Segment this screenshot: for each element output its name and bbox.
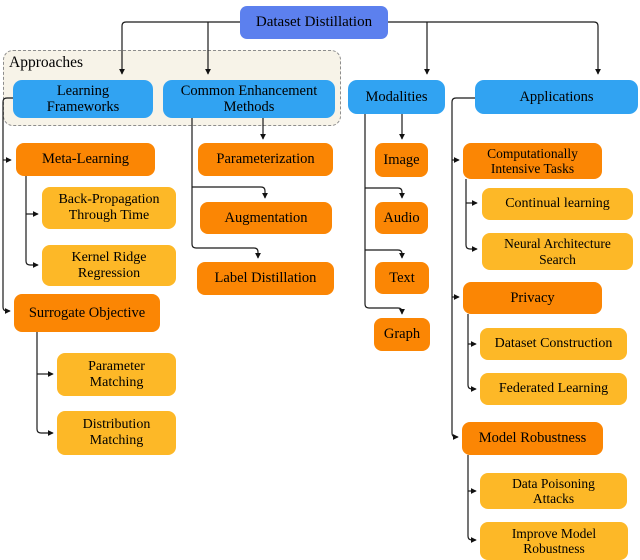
node-distribution-matching: Distribution Matching: [57, 411, 176, 455]
node-dataset-distillation: Dataset Distillation: [240, 6, 388, 39]
connector-modalities-spine: [364, 114, 405, 315]
node-parameter-matching: Parameter Matching: [57, 353, 176, 396]
connector-modrob-spine: [467, 455, 477, 543]
connector-cem-spine: [191, 118, 261, 259]
connector-compint-spine: [465, 179, 478, 252]
node-data-poisoning-attacks: Data Poisoning Attacks: [480, 473, 627, 509]
node-graph: Graph: [374, 318, 430, 351]
node-augmentation: Augmentation: [200, 202, 332, 234]
connector-lf-spine: [2, 97, 13, 314]
connector-surrogate-spine: [36, 332, 54, 436]
node-text: Text: [375, 262, 429, 294]
node-image: Image: [375, 143, 428, 177]
node-model-robustness: Model Robustness: [462, 422, 603, 455]
node-back-propagation-through-time: Back-Propagation Through Time: [42, 187, 176, 229]
node-kernel-ridge-regression: Kernel Ridge Regression: [42, 245, 176, 286]
node-federated-learning: Federated Learning: [480, 373, 627, 405]
node-continual-learning: Continual learning: [482, 188, 633, 220]
connector-root-to-learning-frameworks: [119, 21, 240, 75]
node-computationally-intensive-tasks: Computationally Intensive Tasks: [463, 143, 602, 179]
node-improve-model-robustness: Improve Model Robustness: [480, 522, 628, 560]
node-surrogate-objective: Surrogate Objective: [14, 294, 160, 332]
node-audio: Audio: [375, 202, 428, 234]
connector-modalities-to-audio: [365, 187, 405, 199]
node-modalities: Modalities: [348, 80, 445, 114]
node-meta-learning: Meta-Learning: [16, 143, 155, 176]
node-label-distillation: Label Distillation: [197, 262, 334, 295]
node-parameterization: Parameterization: [198, 143, 333, 176]
connector-modalities-to-text: [365, 249, 405, 259]
node-learning-frameworks: Learning Frameworks: [13, 80, 153, 118]
approaches-group-label: Approaches: [9, 54, 84, 71]
connector-meta-spine: [25, 176, 39, 268]
node-applications: Applications: [475, 80, 638, 114]
connector-root-to-applications: [388, 21, 601, 75]
connector-privacy-spine: [467, 314, 477, 392]
node-dataset-construction: Dataset Construction: [480, 328, 627, 360]
connector-cem-to-augmentation: [192, 186, 268, 199]
node-neural-architecture-search: Neural Architecture Search: [482, 233, 633, 270]
node-privacy: Privacy: [463, 282, 602, 314]
connector-applications-spine: [451, 97, 475, 440]
node-common-enhancement-methods: Common Enhancement Methods: [163, 80, 335, 118]
